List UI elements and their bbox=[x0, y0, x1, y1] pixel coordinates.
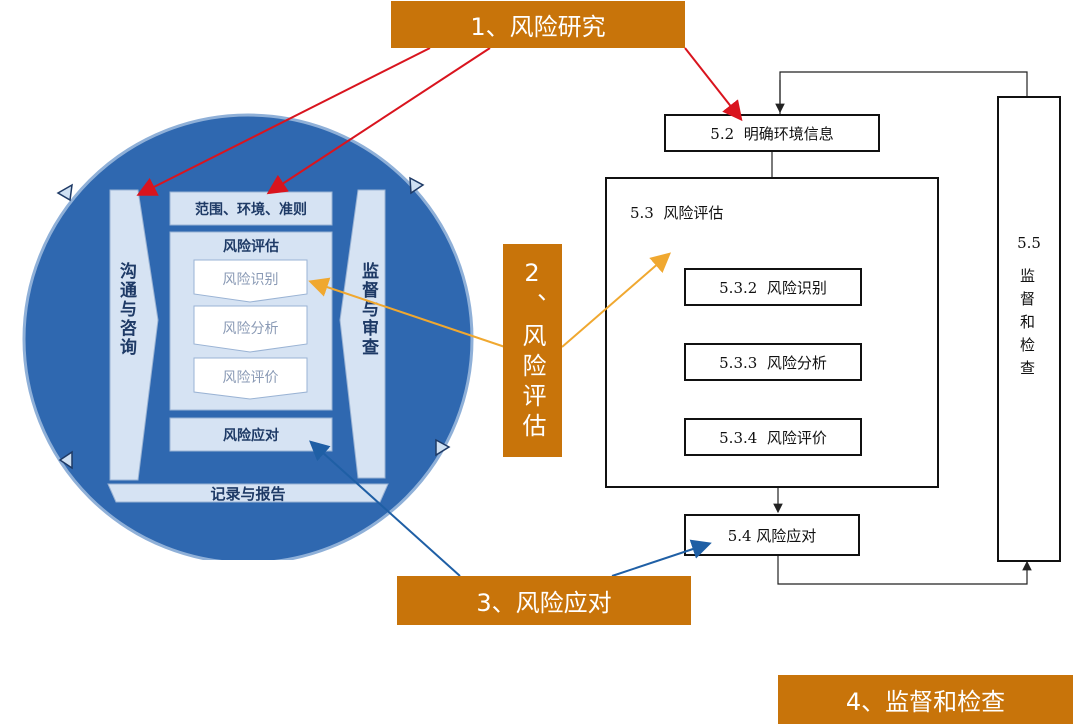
communicate-label: 沟通与咨询 bbox=[116, 262, 136, 357]
assessment-title: 风险评估 bbox=[223, 239, 279, 255]
callout-risk-treatment: 3、风险应对 bbox=[397, 576, 691, 625]
identify-step: 风险识别 bbox=[222, 272, 279, 288]
box-5-3-4: 5.3.4 风险评价 bbox=[684, 418, 862, 456]
callout-monitoring: 4、监督和检查 bbox=[778, 675, 1073, 724]
box-5-5 bbox=[997, 96, 1061, 562]
analyze-step: 风险分析 bbox=[222, 321, 279, 337]
box-5-2: 5.2 明确环境信息 bbox=[664, 114, 880, 152]
circle-background bbox=[22, 113, 474, 560]
iso-circle-diagram: 范围、环境、准则 风险评估 风险识别 风险分析 风险评价 风险应对 沟通与咨询 … bbox=[0, 0, 520, 560]
treatment-label: 风险应对 bbox=[223, 427, 279, 444]
box-5-4: 5.4 风险应对 bbox=[684, 514, 860, 556]
box-5-5-number: 5.5 bbox=[1017, 234, 1041, 252]
box-5-3-label: 5.3 风险评估 bbox=[630, 204, 724, 222]
box-5-3-2: 5.3.2 风险识别 bbox=[684, 268, 862, 306]
callout-risk-research: 1、风险研究 bbox=[391, 1, 685, 48]
monitor-label: 监督与审查 bbox=[358, 262, 378, 357]
record-label: 记录与报告 bbox=[210, 484, 286, 503]
box-5-5-text: 监督和检查 bbox=[1018, 268, 1036, 383]
callout-risk-assessment: 2、风险评估 bbox=[503, 244, 562, 457]
callout-risk-assessment-text: 2、风险评估 bbox=[518, 258, 546, 443]
evaluate-step: 风险评价 bbox=[222, 370, 279, 386]
box-5-3-3: 5.3.3 风险分析 bbox=[684, 343, 862, 381]
scope-label: 范围、环境、准则 bbox=[195, 201, 307, 218]
